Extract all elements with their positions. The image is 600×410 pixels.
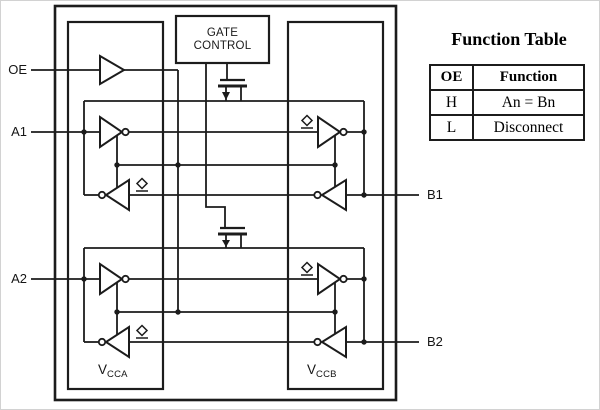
a2-inverter-icon <box>99 262 130 296</box>
port-label-a1: A1 <box>11 124 27 139</box>
b2-inverter-icon <box>313 325 347 359</box>
function-table-title: Function Table <box>451 29 567 49</box>
a1-inverter-icon <box>99 115 130 149</box>
function-table-header-oe: OE <box>429 64 474 91</box>
table-cell-function: Disconnect <box>472 114 585 141</box>
table-cell-oe: L <box>429 114 474 141</box>
substrate-arrow-icon <box>222 92 230 100</box>
gate-control-leads <box>205 63 228 228</box>
port-label-a2: A2 <box>11 271 27 286</box>
inverter-bubble-icon <box>339 127 348 137</box>
inverter-bubble-icon <box>313 337 322 347</box>
inverter-bubble-icon <box>97 190 107 200</box>
gate-control-label: GATE CONTROL <box>193 26 252 52</box>
one-shot-diamond-icon <box>135 324 149 337</box>
function-table-header-function: Function <box>472 64 585 91</box>
nmos-pass-transistor-icon-ch1 <box>218 78 247 101</box>
b1-inverter-icon <box>313 178 347 212</box>
port-label-b1: B1 <box>427 187 443 202</box>
a1-oneshot-inverter-icon <box>97 177 149 212</box>
one-shot-diamond-icon <box>300 114 314 127</box>
package-outline-box <box>53 4 398 402</box>
one-shot-diamond-icon <box>135 177 149 190</box>
inverter-bubble-icon <box>121 274 130 284</box>
inverter-bubble-icon <box>339 274 348 284</box>
b2-oneshot-inverter-icon <box>300 261 348 296</box>
oe-buffer-icon <box>99 54 126 86</box>
table-row: L Disconnect <box>429 114 585 141</box>
gate-control-box <box>174 14 271 65</box>
substrate-arrow-icon <box>222 240 230 247</box>
vcca-domain-box <box>66 20 165 391</box>
function-table: OE Function H An = Bn L Disconnect <box>429 64 585 141</box>
a2-oneshot-inverter-icon <box>97 324 149 359</box>
vccb-domain-box <box>286 20 385 391</box>
nmos-pass-transistor-icon-ch2 <box>218 226 247 248</box>
one-shot-diamond-icon <box>300 261 314 274</box>
inverter-bubble-icon <box>121 127 130 137</box>
table-cell-function: An = Bn <box>472 89 585 116</box>
vccb-label: VCCB <box>307 362 337 380</box>
table-cell-oe: H <box>429 89 474 116</box>
inverter-bubble-icon <box>97 337 107 347</box>
function-table-header-row: OE Function <box>429 64 585 91</box>
junction-dots <box>81 129 367 345</box>
port-label-b2: B2 <box>427 334 443 349</box>
port-label-oe: OE <box>8 62 27 77</box>
table-row: H An = Bn <box>429 89 585 116</box>
b1-oneshot-inverter-icon <box>300 114 348 149</box>
inverter-bubble-icon <box>313 190 322 200</box>
vcca-label: VCCA <box>98 362 128 380</box>
channel2-wires <box>31 247 419 343</box>
oe-wires <box>31 69 179 312</box>
channel1-wires <box>31 100 419 196</box>
